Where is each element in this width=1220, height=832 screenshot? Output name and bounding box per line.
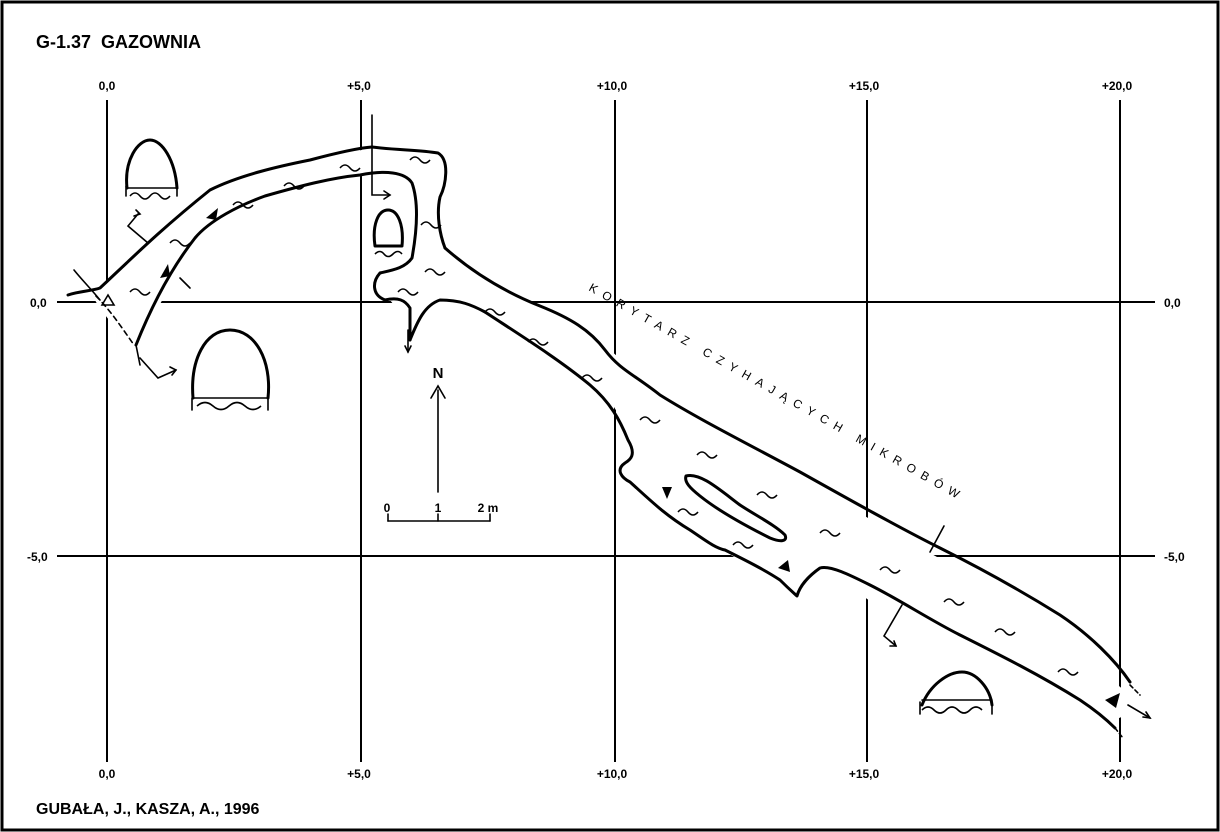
grid-label-x10-top: +10,0 <box>597 79 628 93</box>
north-label: N <box>433 365 444 382</box>
grid-label-x5-top: +5,0 <box>347 79 371 93</box>
scale-label-1: 1 <box>435 501 442 515</box>
north-arrow: N <box>430 365 446 493</box>
grid-label-y0-right: 0,0 <box>1164 296 1181 310</box>
scale-bar: 0 1 2 m <box>384 501 499 522</box>
grid-label-x20-bottom: +20,0 <box>1102 767 1133 781</box>
map-title: G-1.37 GAZOWNIA <box>36 32 201 52</box>
survey-station-icon <box>100 293 116 306</box>
grid-labels-side: 0,0 -5,0 0,0 -5,0 <box>27 296 1185 564</box>
grid-labels-top: 0,0 +5,0 +10,0 +15,0 +20,0 <box>99 79 1133 93</box>
grid-label-x5-bottom: +5,0 <box>347 767 371 781</box>
cross-section-markers <box>126 114 1152 720</box>
grid-label-x10-bottom: +10,0 <box>597 767 628 781</box>
grid-label-y0-left: 0,0 <box>30 296 47 310</box>
grid-labels-bottom: 0,0 +5,0 +10,0 +15,0 +20,0 <box>99 767 1133 781</box>
grid-label-y5-left: -5,0 <box>27 550 48 564</box>
grid-label-x15-top: +15,0 <box>849 79 880 93</box>
flow-direction-markers <box>160 208 1120 708</box>
grid-label-y5-right: -5,0 <box>1164 550 1185 564</box>
grid-label-x0-bottom: 0,0 <box>99 767 116 781</box>
cross-section-profiles <box>125 138 994 715</box>
grid-label-x15-bottom: +15,0 <box>849 767 880 781</box>
grid-lines <box>57 100 1155 762</box>
scale-label-2: 2 m <box>478 501 499 515</box>
water-symbols <box>129 156 1079 676</box>
cave-outline <box>66 145 1141 739</box>
grid-label-x20-top: +20,0 <box>1102 79 1133 93</box>
scale-label-0: 0 <box>384 501 391 515</box>
map-author: GUBAŁA, J., KASZA, A., 1996 <box>36 801 260 818</box>
grid-label-x0-top: 0,0 <box>99 79 116 93</box>
